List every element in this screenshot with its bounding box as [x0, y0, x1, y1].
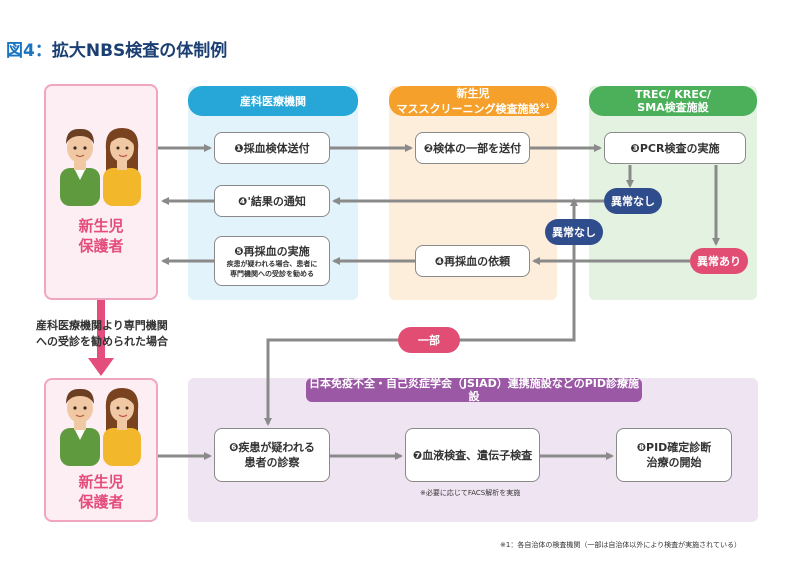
node-result-notice: ❹'結果の通知 [214, 185, 330, 217]
specialist-header: 日本免疫不全・自己炎症学会（JSIAD）連携施設などのPID診療施設 [306, 377, 642, 403]
guardian-label-top: 新生児保護者 [78, 217, 124, 255]
figure-title-text: 拡大NBS検査の体制例 [51, 41, 228, 61]
node-examination: ❻疾患が疑われる患者の診察 [214, 428, 330, 482]
node-resample: ❺再採血の実施 疾患が疑われる場合、患者に 専門機関への受診を勧める [214, 236, 330, 286]
footnote: ※1：各自治体の検査機関（一部は自治体以外により検査が実施されている） [500, 541, 741, 549]
badge-partial: 一部 [398, 327, 460, 353]
referral-label: 産科医療機関より専門機関への受診を勧められた場合 [36, 319, 168, 348]
node-pid-diagnosis: ❽PID確定診断治療の開始 [616, 428, 732, 482]
figure-title: 図4：拡大NBS検査の体制例 [6, 36, 227, 61]
badge-abnormal: 異常あり [690, 248, 748, 274]
badge-normal-trec: 異常なし [604, 188, 662, 214]
obstetric-header: 産科医療機関 [188, 86, 358, 116]
trec-header: TREC/ KREC/ SMA検査施設 [589, 86, 757, 116]
badge-normal-recheck: 異常なし [545, 219, 603, 245]
figure-number: 図4： [6, 41, 52, 61]
node-blood-sample-send: ❶採血検体送付 [214, 132, 330, 164]
guardian-label-bottom: 新生児保護者 [78, 473, 124, 511]
node-resample-request: ❹再採血の依頼 [415, 245, 530, 277]
node-blood-genetic-test: ❼血液検査、遺伝子検査 [405, 428, 540, 482]
screening-header: 新生児 マススクリーニング検査施設※1 [389, 86, 557, 116]
node-pcr-test: ❸PCR検査の実施 [604, 132, 746, 164]
facs-note: ※必要に応じてFACS解析を実施 [420, 489, 521, 497]
node-send-part-of-sample: ❷検体の一部を送付 [415, 132, 530, 164]
